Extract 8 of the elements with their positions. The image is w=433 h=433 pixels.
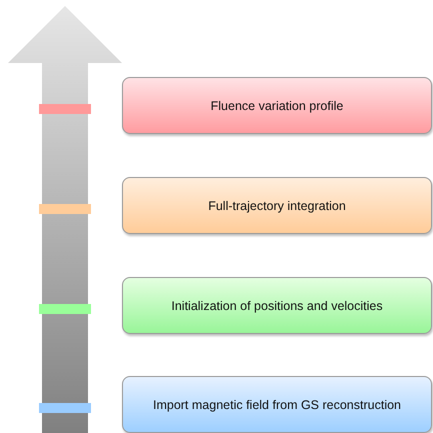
step-label: Fluence variation profile [210, 98, 344, 112]
process-box [122, 277, 432, 334]
process-box [122, 77, 432, 134]
process-box [122, 376, 432, 433]
step-label: Initialization of positions and velocities [171, 298, 383, 312]
step-label: Full-trajectory integration [208, 198, 346, 212]
process-box [122, 177, 432, 234]
step-label: Import magnetic field from GS reconstruction [152, 398, 401, 412]
